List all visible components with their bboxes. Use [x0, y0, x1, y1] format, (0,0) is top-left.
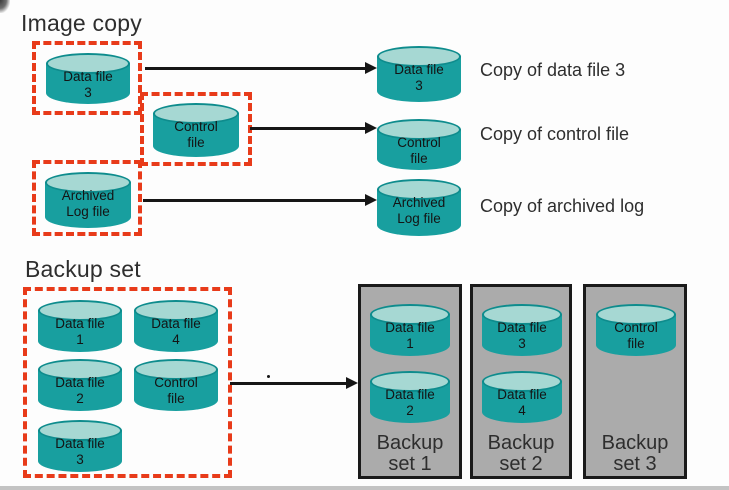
- backup-set-1-label: Backup set 1: [376, 432, 444, 475]
- backup-set-2-label: Backup set 2: [487, 432, 555, 475]
- backup-set-1-box: Data file 1 Data file 2 Backup set 1: [358, 284, 462, 479]
- cylinder-label: Data file 1: [55, 316, 105, 347]
- cylinder-data-file-4: Data file 4: [134, 300, 218, 352]
- cylinder-top: [377, 119, 461, 140]
- cylinder-top: [370, 371, 450, 392]
- cylinder-top: [377, 46, 461, 67]
- cylinder-top: [482, 371, 562, 392]
- cylinder-label: Control file: [397, 135, 441, 166]
- cylinder-top: [38, 300, 122, 321]
- cylinder-control-file: Control file: [153, 103, 239, 157]
- backup-set-3-box: Control file Backup set 3: [583, 284, 687, 479]
- cylinder-backupset1-data-file-2: Data file 2: [370, 371, 450, 423]
- cylinder-backupset3-control-file: Control file: [596, 304, 676, 356]
- cylinder-top: [370, 304, 450, 325]
- cylinder-label: Data file 2: [55, 375, 105, 406]
- cylinder-label: Archived Log file: [61, 188, 115, 219]
- connector-arrowhead: [346, 377, 358, 389]
- cylinder-backupset1-data-file-1: Data file 1: [370, 304, 450, 356]
- backup-set-title: Backup set: [25, 256, 141, 282]
- backup-set-2-box: Data file 3 Data file 4 Backup set 2: [470, 284, 572, 479]
- arrow-line-controlfile: [250, 127, 367, 130]
- connector-dot: [267, 375, 270, 378]
- image-copy-title: Image copy: [21, 10, 142, 36]
- cylinder-data-file-1: Data file 1: [38, 300, 122, 352]
- cylinder-label: Data file 4: [151, 316, 201, 347]
- arrowhead-archivedlog: [365, 194, 377, 206]
- cylinder-label: Control file: [174, 119, 218, 150]
- cylinder-top: [46, 53, 130, 74]
- backup-set-3-label: Backup set 3: [601, 432, 669, 475]
- cylinder-data-file-2: Data file 2: [38, 359, 122, 411]
- cylinder-control-file-source: Control file: [134, 359, 218, 411]
- caption-copy-of-archived-log: Copy of archived log: [480, 196, 645, 216]
- arrow-line-datafile: [145, 67, 367, 70]
- cylinder-label: Data file 4: [497, 387, 547, 418]
- cylinder-top: [134, 300, 218, 321]
- cylinder-top: [482, 304, 562, 325]
- cylinder-copy-archived-log: Archived Log file: [377, 179, 461, 236]
- arrow-line-archivedlog: [143, 199, 367, 202]
- cylinder-top: [377, 179, 461, 200]
- cylinder-top: [38, 420, 122, 441]
- image-copy-source-box-datafile3: [32, 41, 142, 115]
- cylinder-top: [596, 304, 676, 325]
- cylinder-copy-data-file-3: Data file 3: [377, 46, 461, 102]
- caption-copy-of-data-file: Copy of data file 3: [480, 60, 626, 80]
- cylinder-top: [38, 359, 122, 380]
- arrowhead-datafile: [365, 62, 377, 74]
- cylinder-backupset2-data-file-4: Data file 4: [482, 371, 562, 423]
- arrowhead-controlfile: [365, 122, 377, 134]
- cylinder-label: Data file 3: [394, 62, 444, 93]
- cylinder-backupset2-data-file-3: Data file 3: [482, 304, 562, 356]
- cylinder-label: Data file 3: [55, 436, 105, 467]
- cylinder-label: Control file: [154, 375, 198, 406]
- cylinder-top: [153, 103, 239, 124]
- bottom-edge-strip: [0, 486, 729, 490]
- cylinder-top: [134, 359, 218, 380]
- cylinder-label: Data file 3: [63, 69, 113, 100]
- cylinder-archived-log-file: Archived Log file: [45, 172, 131, 228]
- cylinder-label: Archived Log file: [392, 195, 446, 226]
- cylinder-data-file-3: Data file 3: [46, 53, 130, 104]
- caption-copy-of-control-file: Copy of control file: [480, 124, 630, 144]
- cylinder-label: Data file 1: [385, 320, 435, 351]
- image-copy-source-box-archivedlog: [32, 160, 142, 236]
- corner-artifact: [0, 0, 10, 13]
- cylinder-label: Control file: [614, 320, 658, 351]
- cylinder-top: [45, 172, 131, 193]
- cylinder-label: Data file 2: [385, 387, 435, 418]
- cylinder-label: Data file 3: [497, 320, 547, 351]
- connector-line: [230, 382, 347, 385]
- cylinder-copy-control-file: Control file: [377, 119, 461, 170]
- cylinder-data-file-3-source: Data file 3: [38, 420, 122, 472]
